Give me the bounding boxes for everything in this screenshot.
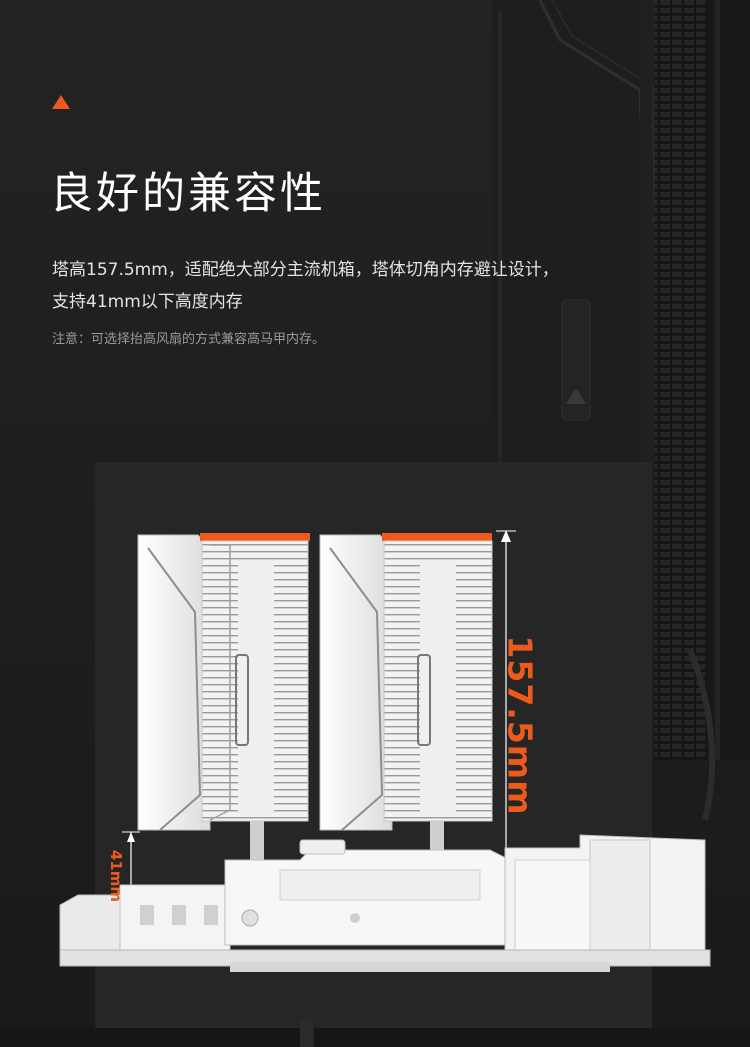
- section-description: 塔高157.5mm，适配绝大部分主流机箱，塔体切角内存避让设计， 支持41mm以…: [52, 254, 692, 318]
- heatpipes: [250, 815, 444, 860]
- tower-height-dimension-line: [496, 530, 516, 850]
- description-line-2: 支持41mm以下高度内存: [52, 292, 243, 312]
- section-note: 注意：可选择抬高风扇的方式兼容高马甲内存。: [52, 332, 326, 347]
- description-line-1: 塔高157.5mm，适配绝大部分主流机箱，塔体切角内存避让设计，: [52, 260, 559, 280]
- heatsink-tower-left: [137, 533, 310, 831]
- tower-height-label: 157.5mm: [500, 634, 540, 816]
- heatsink-tower-right: [319, 533, 493, 831]
- orange-triangle-icon: [52, 95, 70, 109]
- motherboard-base: [59, 834, 711, 972]
- section-title: 良好的兼容性: [50, 169, 326, 219]
- ram-clearance-label: 41mm: [107, 849, 126, 903]
